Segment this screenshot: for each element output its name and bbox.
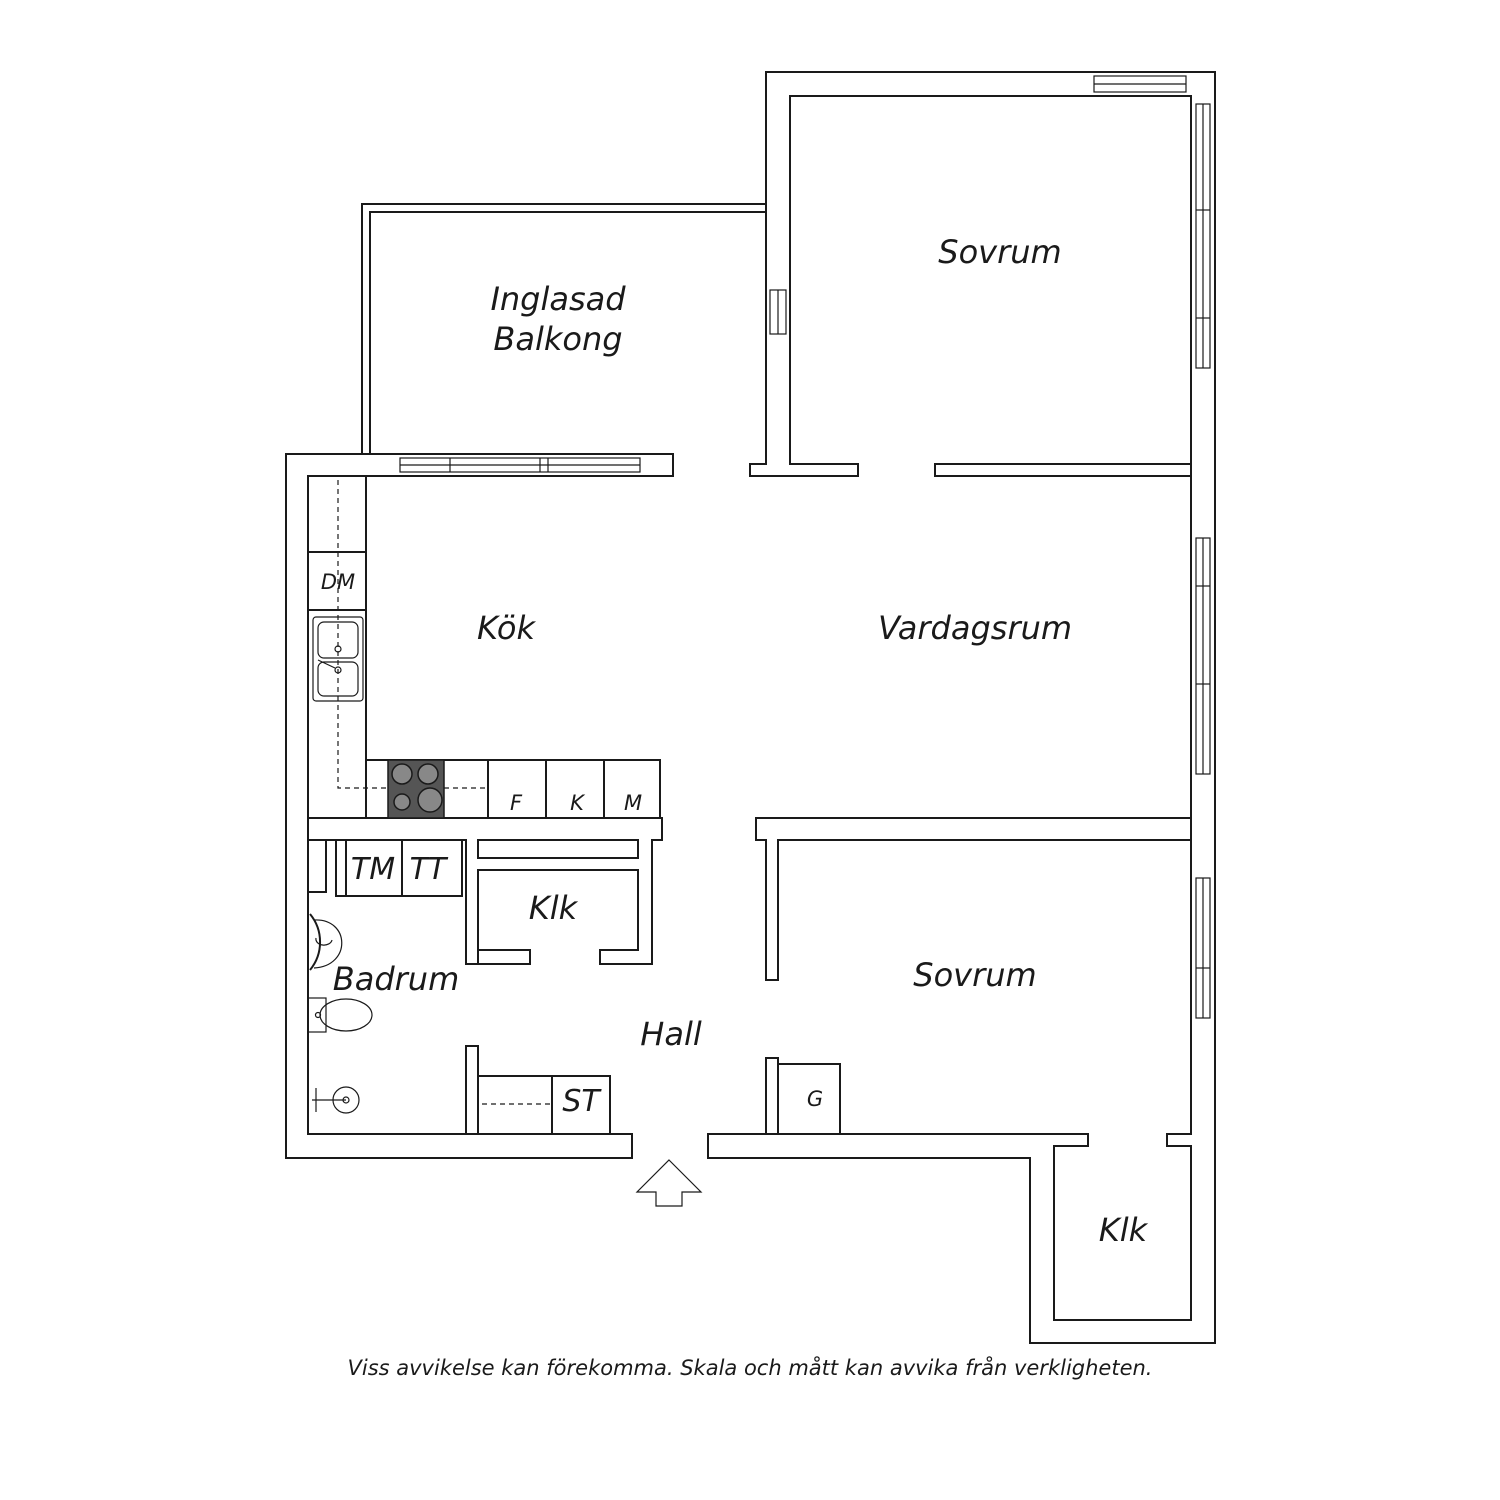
microwave-label: M [624,791,642,815]
tumble-dryer-label: TT [410,852,449,887]
bathroom-label: Badrum [333,960,459,998]
entrance-arrow-icon [635,1159,703,1207]
laundry-fixtures [335,839,463,897]
bedroom-bottom-label: Sovrum [913,956,1036,994]
kitchen-label: Kök [477,609,536,647]
stove-icon [387,759,445,819]
washbasin-icon [309,913,343,971]
dishwasher-label: DM [321,570,355,594]
walls [285,71,1216,1344]
sink-icon [312,616,364,702]
washing-machine-label: TM [351,852,395,887]
shower-icon [312,1086,360,1114]
living-room-label: Vardagsrum [878,609,1072,647]
closet-center-label: Klk [529,889,579,927]
closet-corner-label: Klk [1099,1211,1149,1249]
balcony-label-line2: Balkong [493,320,622,358]
wardrobe-label: G [807,1087,823,1111]
windows [399,75,1211,1019]
wardrobe-fixture [777,1063,841,1135]
fridge-label: F [510,791,523,815]
disclaimer: Viss avvikelse kan förekomma. Skala och … [347,1356,1153,1380]
balcony-label-line1: Inglasad [490,280,626,318]
toilet-icon [307,997,373,1033]
kitchen-counter [307,475,661,819]
storage-label: ST [562,1084,602,1119]
storage-fixture [477,1075,611,1135]
hall-label: Hall [640,1015,702,1053]
freezer-label: K [570,791,586,815]
bedroom-top-label: Sovrum [938,233,1061,271]
